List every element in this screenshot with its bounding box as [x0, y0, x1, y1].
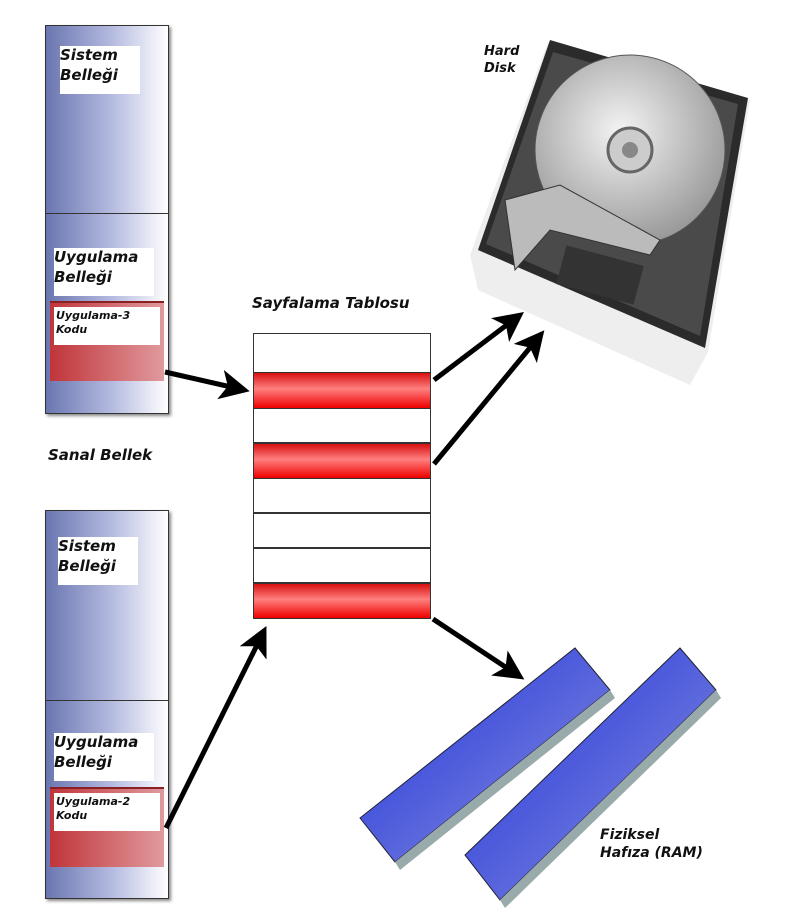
arrow-app3-to-table: [164, 369, 250, 400]
page-table-row: [253, 408, 431, 443]
hard-disk-icon: [470, 40, 750, 385]
page-table-row-mapped: [253, 443, 431, 479]
application-memory-label: Uygulama Belleği: [54, 248, 139, 286]
arrow-table-to-ram: [431, 616, 525, 680]
virtual-memory-block-3: Sistem Belleği Uygulama Belleği Uygulama…: [45, 25, 169, 414]
divider: [46, 700, 168, 701]
virtual-memory-block-2: Sistem Belleği Uygulama Belleği Uygulama…: [45, 510, 169, 899]
arrow-table-to-disk-1: [432, 311, 524, 382]
arrow-app2-to-table: [163, 626, 267, 830]
ram-icon: [359, 647, 721, 908]
arrow-table-to-disk-2: [432, 330, 545, 466]
application-code-label: Uygulama-2 Kodu: [56, 795, 131, 823]
page-table-row-mapped: [253, 583, 431, 619]
application-code-block: Uygulama-3 Kodu: [50, 301, 164, 381]
system-memory-label: Sistem Belleği: [58, 537, 116, 575]
virtual-memory-label: Sanal Bellek: [48, 446, 153, 464]
page-table-title: Sayfalama Tablosu: [252, 294, 410, 312]
divider: [46, 213, 168, 214]
application-code-label: Uygulama-3 Kodu: [56, 309, 131, 337]
page-table-row: [253, 478, 431, 513]
hard-disk-label: Hard Disk: [484, 44, 520, 76]
application-memory-label: Uygulama Belleği: [54, 733, 139, 771]
ram-label: Fiziksel Hafıza (RAM): [600, 827, 703, 862]
page-table-row: [253, 513, 431, 548]
page-table-row: [253, 548, 431, 583]
arrows: [163, 311, 545, 830]
application-code-block: Uygulama-2 Kodu: [50, 787, 164, 867]
system-memory-label: Sistem Belleği: [60, 46, 118, 84]
